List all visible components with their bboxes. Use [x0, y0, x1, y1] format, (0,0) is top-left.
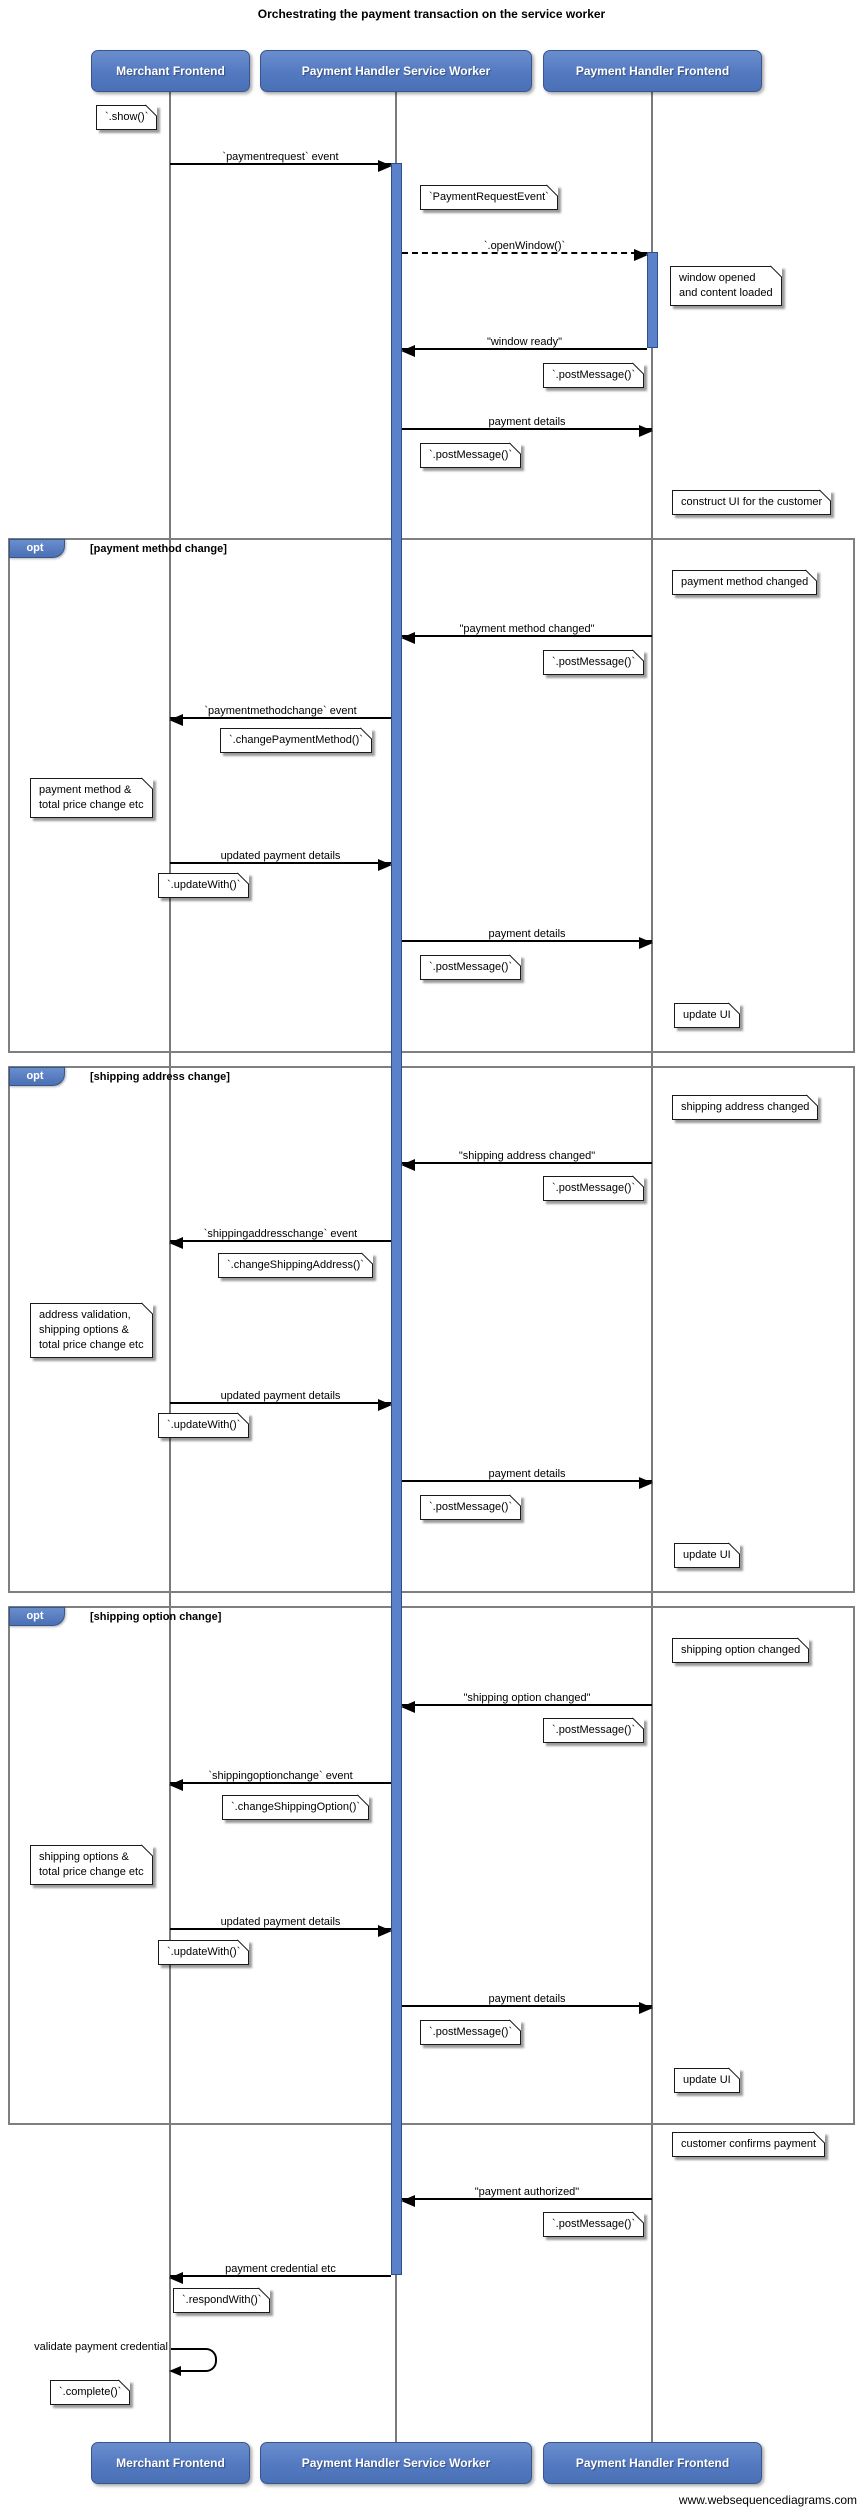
note-change-shipping-option: `.changeShippingOption()`	[222, 1795, 370, 1820]
note-payment-method-changed: payment method changed	[672, 570, 818, 595]
note-update-ui-2: update UI	[674, 1543, 740, 1568]
actor-payment-handler-frontend-top: Payment Handler Frontend	[543, 50, 762, 92]
message-updated-payment-details-2: updated payment details	[170, 1390, 392, 1411]
note-post-message-3: `.postMessage()`	[543, 650, 645, 675]
message-label: "window ready"	[486, 336, 563, 348]
note-post-message-8: `.postMessage()`	[420, 2020, 522, 2045]
opt-tab: opt	[9, 539, 65, 558]
opt-block-payment-method-change: opt [payment method change]	[8, 538, 855, 1053]
actor-service-worker-top: Payment Handler Service Worker	[260, 50, 532, 92]
note-update-with-1: `.updateWith()`	[158, 873, 250, 898]
message-label: `paymentmethodchange` event	[204, 705, 357, 717]
message-label: "shipping address changed"	[458, 1150, 596, 1162]
note-complete: `.complete()`	[50, 2380, 131, 2405]
note-payment-request-event: `PaymentRequestEvent`	[420, 185, 558, 210]
message-updated-payment-details-1: updated payment details	[170, 850, 392, 871]
note-post-message-2: `.postMessage()`	[420, 443, 522, 468]
message-label: payment details	[488, 928, 566, 940]
note-shipping-address-changed: shipping address changed	[672, 1095, 819, 1120]
message-label: updated payment details	[220, 850, 341, 862]
message-label: `.openWindow()`	[483, 240, 566, 252]
note-change-payment-method: `.changePaymentMethod()`	[220, 728, 372, 753]
message-validate-payment-credential-label: validate payment credential	[34, 2341, 168, 2353]
actor-service-worker-bottom: Payment Handler Service Worker	[260, 2442, 532, 2484]
actor-merchant-frontend-top: Merchant Frontend	[91, 50, 250, 92]
message-label: updated payment details	[220, 1390, 341, 1402]
note-construct-ui: construct UI for the customer	[672, 490, 832, 515]
note-update-ui-1: update UI	[674, 1003, 740, 1028]
lifeline-payment-handler-frontend	[651, 92, 653, 2442]
message-payment-credential: payment credential etc	[169, 2263, 391, 2284]
opt-block-shipping-option-change: opt [shipping option change]	[8, 1606, 855, 2125]
message-payment-details-4: payment details	[402, 1993, 653, 2014]
message-payment-method-changed: "payment method changed"	[401, 623, 652, 644]
message-label: payment details	[488, 416, 566, 428]
message-shipping-option-changed: "shipping option changed"	[401, 1692, 652, 1713]
message-shippingoptionchange-event: `shippingoptionchange` event	[169, 1770, 391, 1791]
message-payment-authorized: "payment authorized"	[401, 2186, 652, 2207]
note-change-shipping-address: `.changeShippingAddress()`	[218, 1253, 373, 1278]
message-payment-details-2: payment details	[402, 928, 653, 949]
message-label: "payment authorized"	[474, 2186, 580, 2198]
message-label: updated payment details	[220, 1916, 341, 1928]
actor-merchant-frontend-bottom: Merchant Frontend	[91, 2442, 250, 2484]
actor-payment-handler-frontend-bottom: Payment Handler Frontend	[543, 2442, 762, 2484]
note-respond-with: `.respondWith()`	[173, 2288, 271, 2313]
message-open-window: `.openWindow()`	[402, 240, 648, 261]
message-shippingaddresschange-event: `shippingaddresschange` event	[169, 1228, 391, 1249]
note-post-message-7: `.postMessage()`	[543, 1718, 645, 1743]
opt-condition: [shipping address change]	[90, 1071, 230, 1083]
note-post-message-6: `.postMessage()`	[420, 1495, 522, 1520]
opt-block-shipping-address-change: opt [shipping address change]	[8, 1066, 855, 1593]
message-label: payment details	[488, 1468, 566, 1480]
message-payment-details-1: payment details	[402, 416, 653, 437]
note-update-with-2: `.updateWith()`	[158, 1413, 250, 1438]
message-paymentmethodchange-event: `paymentmethodchange` event	[169, 705, 391, 726]
note-shipping-option-changed: shipping option changed	[672, 1638, 810, 1663]
message-shipping-address-changed: "shipping address changed"	[401, 1150, 652, 1171]
opt-condition: [shipping option change]	[90, 1611, 222, 1623]
watermark: www.websequencediagrams.com	[678, 2493, 857, 2507]
note-update-ui-3: update UI	[674, 2068, 740, 2093]
opt-tab: opt	[9, 1067, 65, 1086]
opt-condition: [payment method change]	[90, 543, 227, 555]
message-label: payment credential etc	[225, 2263, 336, 2275]
note-post-message-1: `.postMessage()`	[543, 363, 645, 388]
note-update-with-3: `.updateWith()`	[158, 1940, 250, 1965]
lifeline-merchant-frontend	[169, 92, 171, 2442]
note-show: `.show()`	[96, 105, 158, 130]
message-updated-payment-details-3: updated payment details	[170, 1916, 392, 1937]
note-customer-confirms: customer confirms payment	[672, 2132, 826, 2157]
note-post-message-4: `.postMessage()`	[420, 955, 522, 980]
opt-tab: opt	[9, 1607, 65, 1626]
message-paymentrequest-event: `paymentrequest` event	[170, 151, 392, 172]
message-label: `shippingoptionchange` event	[208, 1770, 353, 1782]
note-post-message-9: `.postMessage()`	[543, 2212, 645, 2237]
message-label: payment details	[488, 1993, 566, 2005]
message-label: "shipping option changed"	[463, 1692, 591, 1704]
message-label: `paymentrequest` event	[222, 151, 339, 163]
message-validate-payment-credential-loop	[169, 2348, 217, 2376]
note-address-validation: address validation, shipping options & t…	[30, 1303, 153, 1358]
note-shipping-options-total: shipping options & total price change et…	[30, 1845, 153, 1885]
message-window-ready: "window ready"	[401, 336, 647, 357]
message-label: `shippingaddresschange` event	[203, 1228, 358, 1240]
diagram-title: Orchestrating the payment transaction on…	[257, 7, 606, 21]
note-payment-method-total: payment method & total price change etc	[30, 778, 153, 818]
activation-service-worker	[391, 163, 402, 2275]
message-label: "payment method changed"	[459, 623, 595, 635]
activation-payment-handler-frontend	[647, 252, 658, 348]
note-post-message-5: `.postMessage()`	[543, 1176, 645, 1201]
note-window-opened: window opened and content loaded	[670, 266, 782, 306]
message-payment-details-3: payment details	[402, 1468, 653, 1489]
